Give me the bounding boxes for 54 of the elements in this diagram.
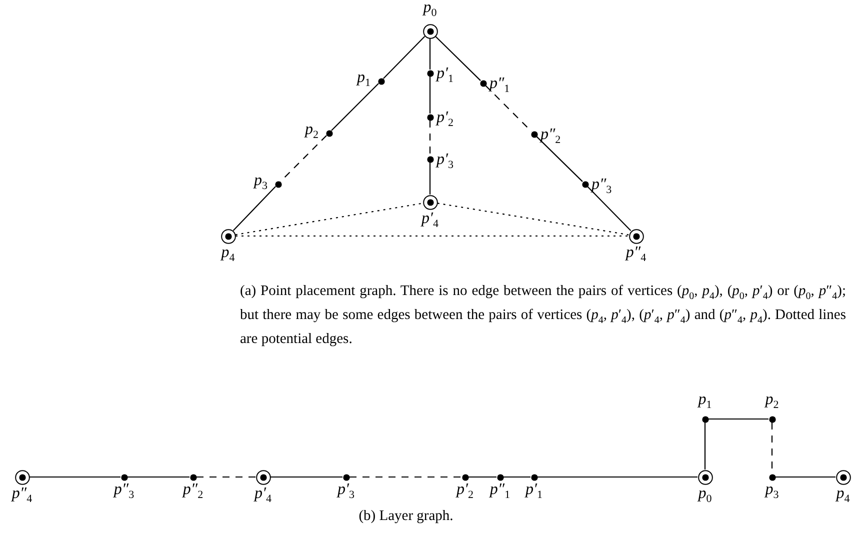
vertex-label: p$_{2}$: [305, 122, 318, 144]
vertex-label: p′$_{1}$: [436, 66, 454, 88]
caption-text: (b) Layer graph.: [358, 507, 454, 526]
vertex-label: p″$_{4}$: [12, 486, 32, 507]
vertex-label: p$_{0}$: [698, 486, 712, 507]
dotted-edge: [437, 202, 629, 236]
dashed-edge: [280, 135, 327, 182]
edge-line: [538, 476, 698, 478]
edge-line: [536, 136, 583, 182]
vertex-label: p′$_{3}$: [338, 482, 354, 503]
vertex-label: p′$_{3}$: [436, 152, 454, 174]
vertex-label: p′$_{4}$: [254, 486, 272, 507]
edge-line: [270, 476, 342, 478]
vertex-label: p$_{3}$: [765, 482, 779, 503]
vertex-label: p$_{1}$: [698, 392, 712, 414]
edge-line: [429, 38, 431, 70]
vertex-label: p″$_{2}$: [182, 482, 204, 503]
dashed-edge: [196, 476, 256, 478]
edge-line: [708, 418, 768, 420]
vertex-label: p$_{4}$: [836, 486, 850, 507]
edge-line: [704, 422, 706, 470]
dotted-edge: [236, 235, 628, 237]
vertex-label: p′$_{4}$: [422, 210, 438, 232]
vertex-label: p$_{4}$: [221, 244, 235, 266]
vertex-label: p$_{2}$: [765, 392, 779, 414]
edge-line: [30, 476, 120, 478]
edge-line: [504, 476, 530, 478]
vertex-label: p′$_{2}$: [456, 482, 474, 503]
dashed-edge: [485, 85, 532, 132]
dashed-edge: [429, 120, 431, 156]
vertex-label: p$_{0}$: [423, 0, 437, 22]
vertex-label: p′$_{1}$: [526, 482, 542, 503]
vertex-label: p″$_{4}$: [626, 244, 646, 266]
vertex-label: p″$_{3}$: [592, 177, 612, 198]
vertex-label: p$_{3}$: [254, 173, 268, 194]
edge-line: [232, 186, 276, 231]
edge-line: [429, 76, 431, 114]
edge-line: [128, 476, 190, 478]
caption-text: (a) Point placement graph. There is no edge between the pairs of vertices (p$_{0}$, p$_{4}$), (p$_{0}$, p′$_{4}$) or (p$_{0}$, p″$_{4}$); but there may be some edges between the pairs of vertices (p$_{4}$, p′$_{4}$), (p′$_{4}$, p″$_{4}$) and (p″$_{4}$, p$_{4}$). Dotted lines are potential edges.: [240, 282, 846, 349]
vertex-label: p″$_{1}$: [490, 482, 510, 503]
vertex-label: p$_{1}$: [357, 70, 370, 92]
dashed-edge: [350, 476, 462, 478]
edge-line: [383, 36, 426, 79]
edge-line: [776, 476, 836, 478]
edge-line: [434, 36, 481, 81]
edge-line: [468, 476, 496, 478]
vertex-label: p″$_{3}$: [114, 482, 134, 503]
vertex-label: p″$_{1}$: [490, 76, 510, 98]
vertex-label: p″$_{2}$: [540, 127, 561, 148]
edge-line: [429, 162, 431, 194]
vertex-label: p′$_{2}$: [436, 110, 454, 132]
edge-line: [587, 186, 632, 232]
edge-line: [331, 83, 379, 131]
dotted-edge: [235, 202, 423, 236]
